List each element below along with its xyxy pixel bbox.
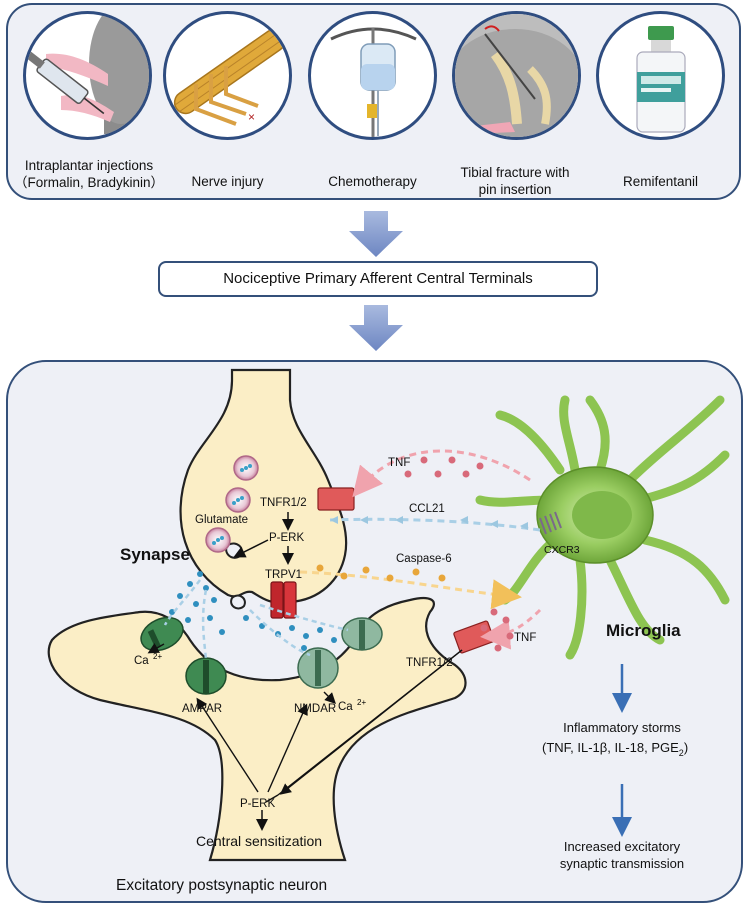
storm-subscript: 2 xyxy=(679,748,684,758)
ampar-label: AMPAR xyxy=(182,703,222,715)
chemotherapy-caption: Chemotherapy xyxy=(328,174,417,189)
increased-transmission-line1: Increased excitatory xyxy=(564,839,681,854)
cxcr3-receptor xyxy=(539,511,562,535)
tibial-fracture-caption-line1: Tibial fracture with xyxy=(460,165,570,180)
nerve-injury-caption: Nerve injury xyxy=(191,174,264,189)
glutamate-vesicles xyxy=(205,455,259,553)
tnf-top-label: TNF xyxy=(388,457,410,469)
down-arrow-2-icon xyxy=(349,305,403,351)
down-arrow-1-icon xyxy=(349,211,403,257)
perk-post-label: P-ERK xyxy=(240,798,275,810)
ca-right-label: Ca xyxy=(338,701,353,713)
perk-pre-label: P-ERK xyxy=(269,532,304,544)
intraplantar-injection-illustration xyxy=(23,11,152,140)
nmdar-receptor xyxy=(297,647,339,689)
nmdar-receptor-top xyxy=(341,617,383,651)
glutamate-molecules xyxy=(169,571,337,657)
storm-close-paren: ) xyxy=(684,740,688,755)
intraplantar-caption-line1: Intraplantar injections xyxy=(24,158,154,173)
ccl21-label: CCL21 xyxy=(409,503,445,515)
increased-transmission-line2: synaptic transmission xyxy=(560,856,684,871)
trpv1-channel xyxy=(270,581,297,619)
nerve-injury-illustration: × xyxy=(163,11,292,140)
tibial-fracture-illustration xyxy=(452,11,581,140)
inflammatory-storms-line2: (TNF, IL-1β, IL-18, PGE2) xyxy=(542,740,688,758)
central-sensitization-label: Central sensitization xyxy=(196,833,322,849)
postsynaptic-neuron xyxy=(47,596,467,862)
ampar-ca-receptor-left xyxy=(140,616,184,652)
glutamate-label: Glutamate xyxy=(195,514,248,526)
postsynaptic-neuron-label: Excitatory postsynaptic neuron xyxy=(116,877,327,894)
tnf-bottom-label: TNF xyxy=(514,632,536,644)
ca-right-sup: 2+ xyxy=(357,698,366,707)
ca-left-sup: 2+ xyxy=(153,652,162,661)
intraplantar-caption: Intraplantar injections （Formalin, Brady… xyxy=(6,157,172,191)
inflammatory-storms-line1: Inflammatory storms xyxy=(563,720,681,735)
storm-mediators: (TNF, IL-1β, IL-18, PGE xyxy=(542,740,679,755)
microglia-cell xyxy=(475,395,730,660)
caspase6-label: Caspase-6 xyxy=(396,553,452,565)
tibial-fracture-caption-line2: pin insertion xyxy=(478,182,552,197)
ampar-receptor xyxy=(185,657,227,695)
tnfr-post-label: TNFR1/2 xyxy=(406,657,453,669)
ca-left-label: Ca xyxy=(134,655,149,667)
tibial-fracture-caption: Tibial fracture with pin insertion xyxy=(440,164,590,198)
tnfr-presynaptic xyxy=(317,487,355,511)
tnfr-postsynaptic xyxy=(453,620,495,654)
remifentanil-caption: Remifentanil xyxy=(622,174,699,189)
intraplantar-caption-line2: （Formalin, Bradykinin） xyxy=(13,175,165,190)
cxcr3-label: CXCR3 xyxy=(544,544,580,556)
svg-text:×: × xyxy=(248,110,255,124)
remifentanil-vial-illustration xyxy=(596,11,725,140)
chemotherapy-illustration xyxy=(308,11,437,140)
nmdar-label: NMDAR xyxy=(294,703,336,715)
microglia-title: Microglia xyxy=(606,621,681,640)
tnfr-pre-label: TNFR1/2 xyxy=(260,497,307,509)
trpv1-label: TRPV1 xyxy=(265,569,302,581)
synapse-title: Synapse xyxy=(120,545,190,564)
central-terminals-box: Nociceptive Primary Afferent Central Ter… xyxy=(158,261,598,297)
